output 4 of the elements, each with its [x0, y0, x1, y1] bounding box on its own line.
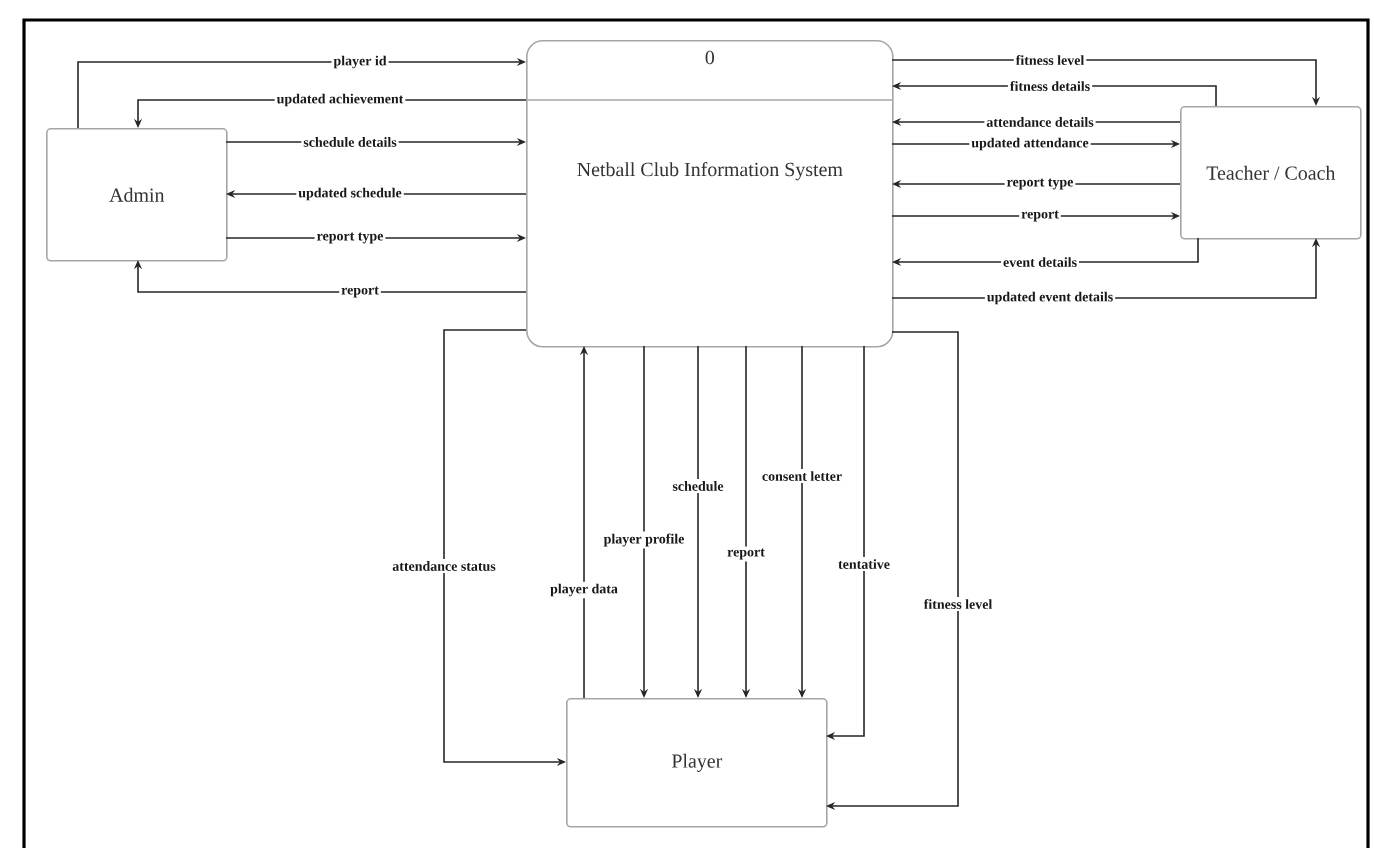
entity-box: Teacher / Coach [1180, 106, 1362, 240]
process-box: 0 Netball Club Information System [525, 40, 894, 348]
entity-box: Admin [46, 128, 228, 262]
entity-box: Player [566, 698, 828, 828]
